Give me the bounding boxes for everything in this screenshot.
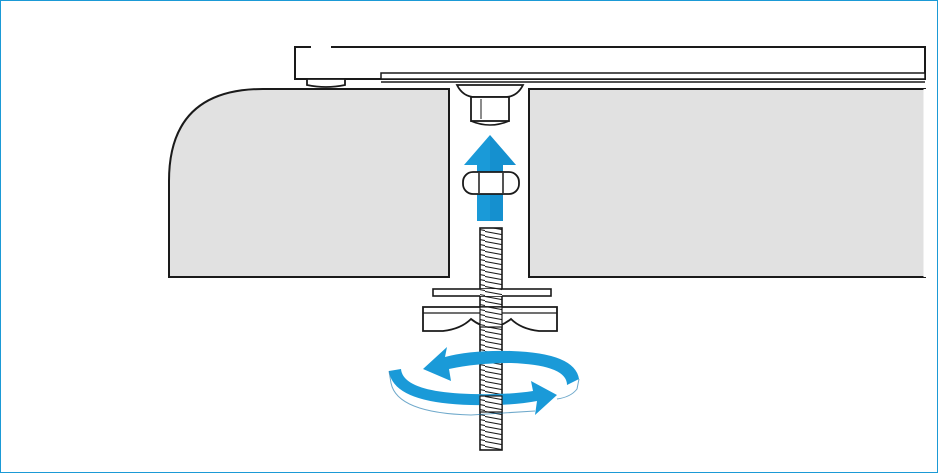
rod-front-segment: [479, 395, 503, 413]
hex-nut: [462, 171, 520, 195]
washer: [432, 288, 552, 297]
wing-nut: [422, 306, 558, 332]
worktop-left: [168, 88, 450, 278]
support-foot: [306, 78, 346, 88]
threaded-insert: [455, 84, 525, 126]
appliance-base: [294, 46, 926, 83]
rotate-clockwise-icon: [388, 347, 580, 416]
threaded-rod: [479, 227, 503, 451]
worktop-right: [528, 88, 927, 278]
